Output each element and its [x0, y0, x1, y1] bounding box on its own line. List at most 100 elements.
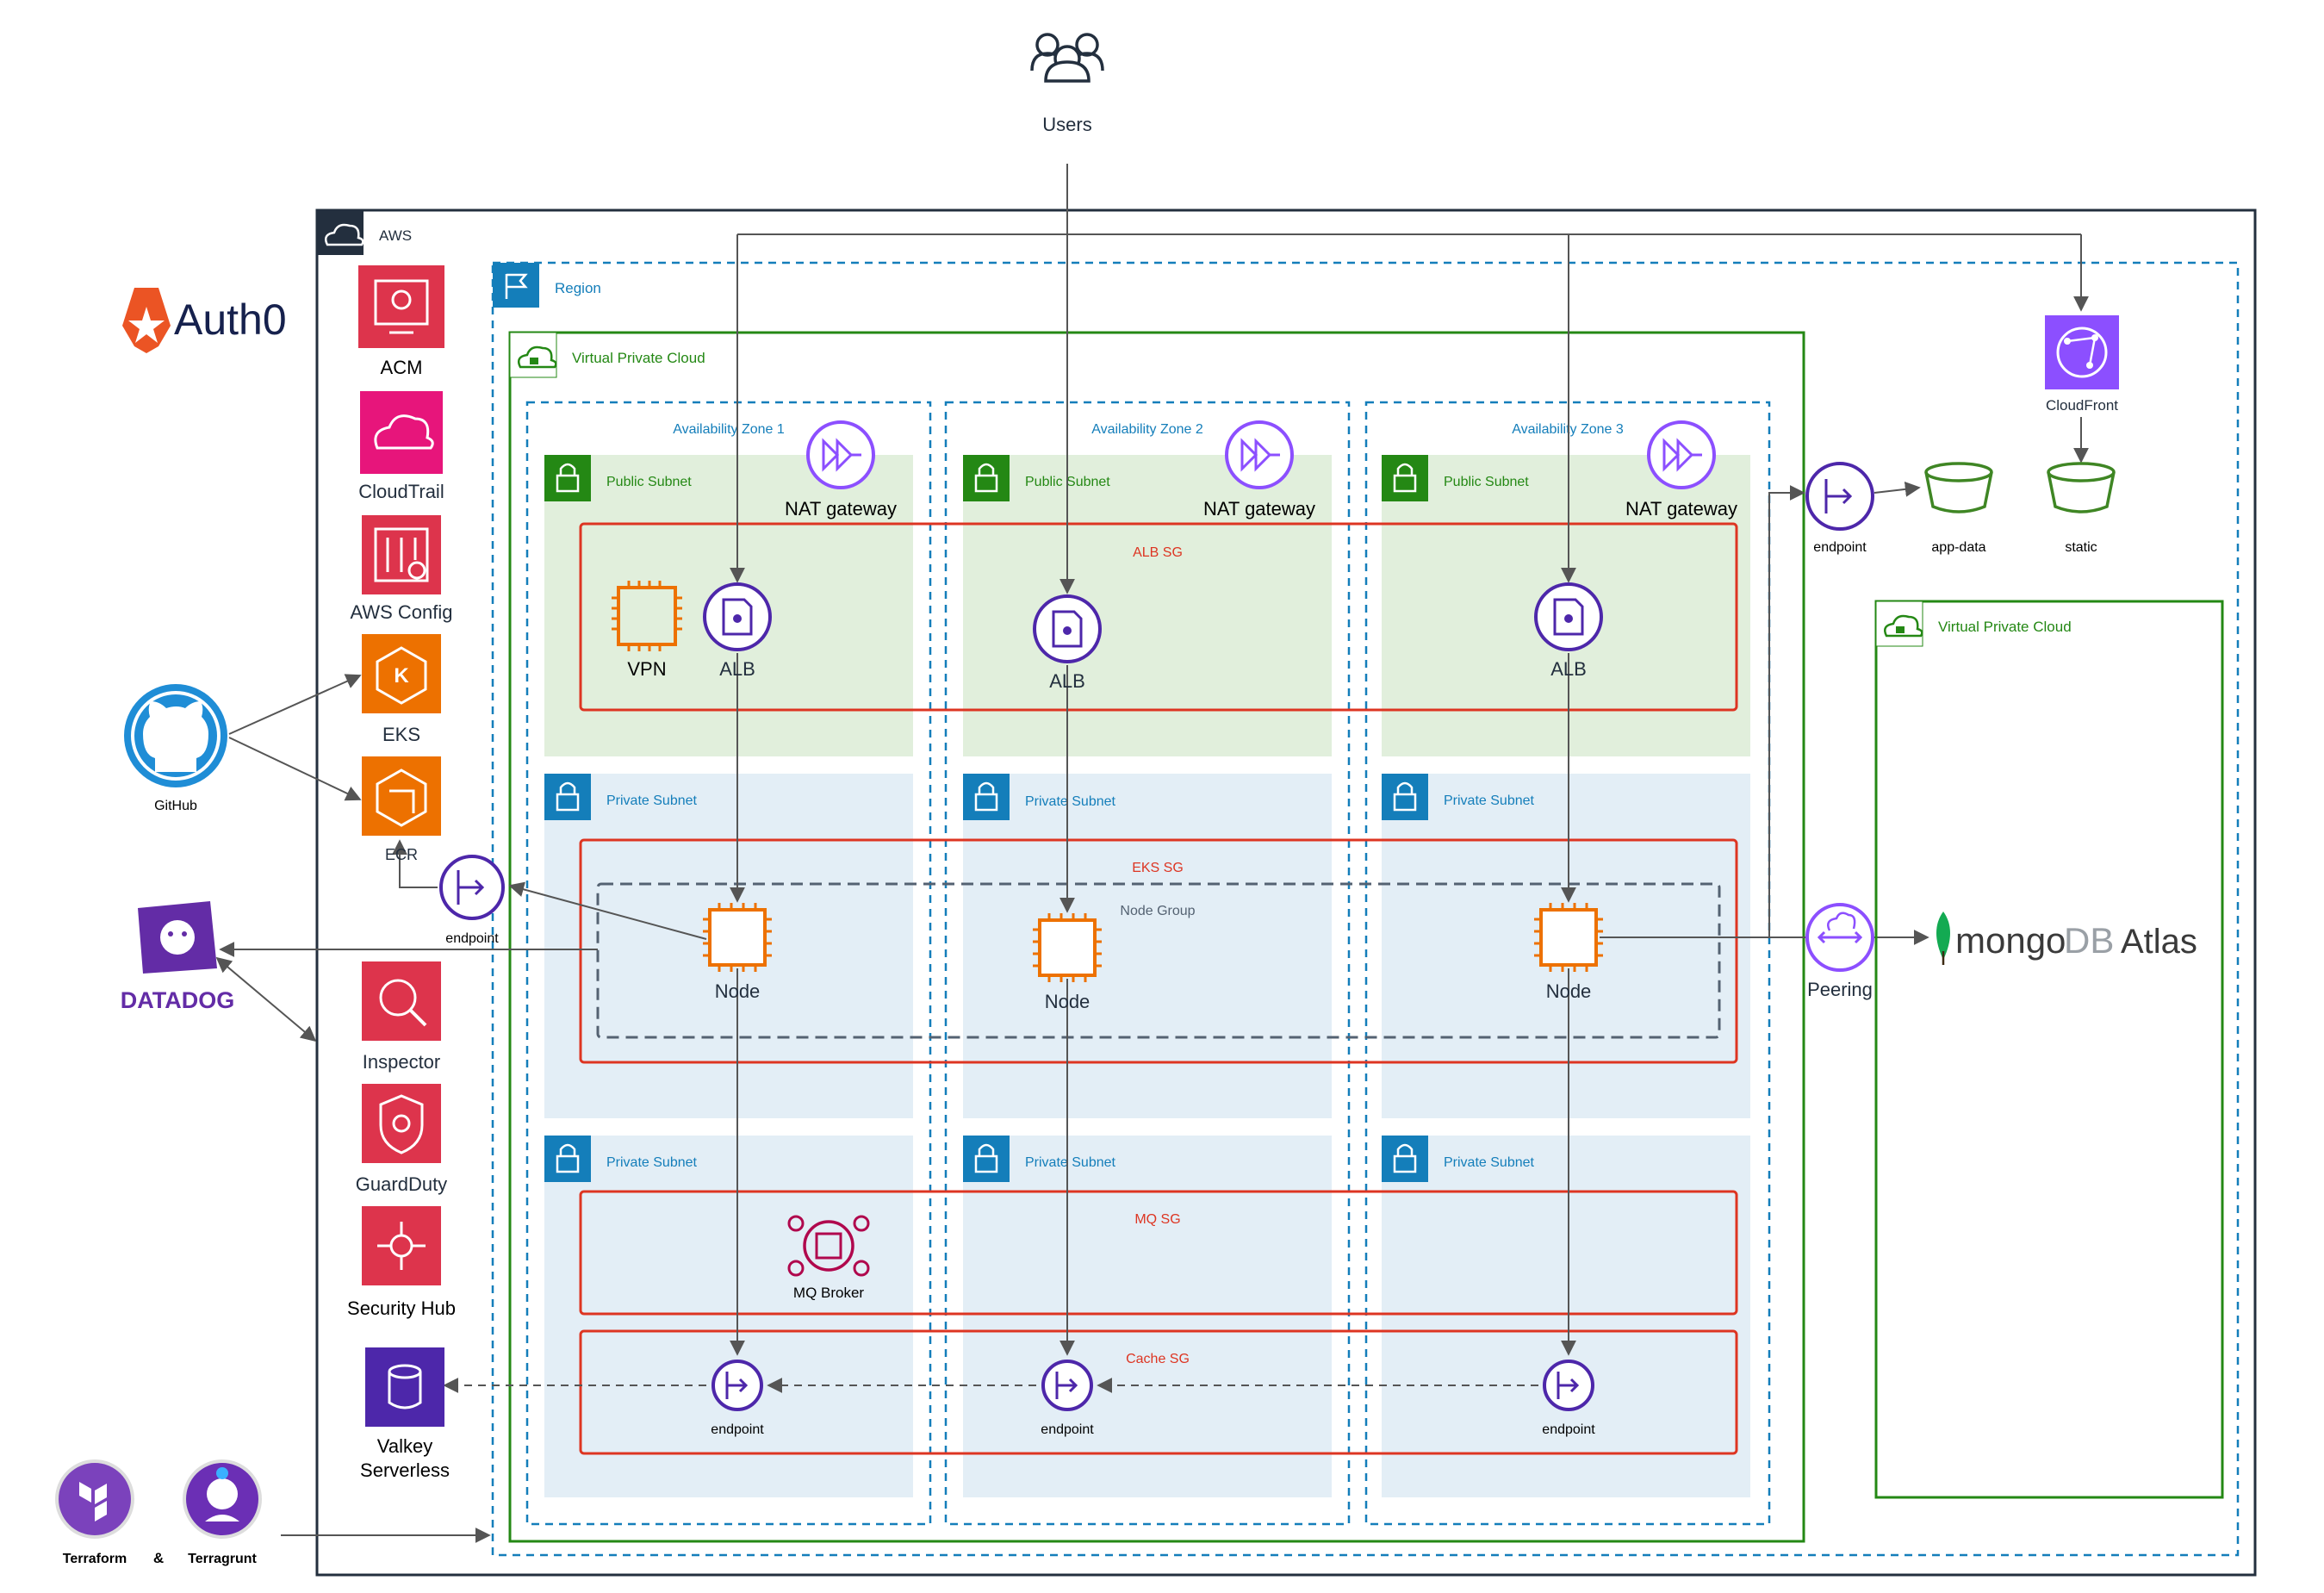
node-label-az2: Node: [1045, 991, 1091, 1012]
node-label-az3: Node: [1546, 980, 1592, 1002]
node-chip-icon: [1033, 913, 1102, 982]
service-valkey: Valkey Serverless: [360, 1347, 450, 1481]
public-subnet-az2: [963, 455, 1332, 756]
nat-gateway-icon: [806, 420, 875, 489]
acm-label: ACM: [381, 357, 423, 378]
cloudtrail-icon: [360, 391, 443, 474]
bucket-static: static: [2047, 462, 2116, 555]
cloudfront-label: CloudFront: [2046, 397, 2118, 414]
conn-endpoint-ecr: [392, 839, 438, 888]
vpc-peering: Peering: [1805, 903, 1874, 1000]
terragrunt-logo: Terragrunt: [183, 1459, 262, 1566]
region-label: Region: [555, 280, 601, 296]
lock-icon: [1382, 1136, 1428, 1182]
cloudtrail-label: CloudTrail: [358, 481, 444, 502]
vpc-main-badge: [509, 332, 557, 378]
vpc-mongo-label: Virtual Private Cloud: [1938, 619, 2072, 635]
az-1: Availability Zone 1: [525, 401, 932, 1526]
region-badge: [493, 263, 539, 308]
nat-gateway-icon: [1225, 420, 1294, 489]
eks-sg-border: [579, 838, 1738, 1064]
service-eks: K EKS: [362, 634, 441, 745]
vpn-chip-icon: [617, 586, 677, 646]
private-subnet-az3-b: [1382, 1136, 1750, 1497]
cloud-icon: [325, 223, 364, 246]
aws-label: AWS: [379, 227, 412, 244]
conn-endpoint-appdata: [1873, 481, 1921, 497]
private-subnets-row1: [544, 774, 1750, 1118]
service-aws-config: AWS Config: [350, 515, 453, 623]
valkey-label-line1: Valkey: [377, 1435, 432, 1457]
aws-config-label: AWS Config: [350, 601, 452, 623]
subnet-labels: Public Subnet Public Subnet Public Subne…: [606, 475, 1535, 1170]
ecr-label: ECR: [385, 846, 418, 863]
public-subnets: [544, 455, 1750, 756]
alb-label: ALB: [1550, 658, 1587, 680]
node-group-border: [596, 882, 1721, 1039]
node-label-az1: Node: [715, 980, 761, 1002]
bucket-app-data-label: app-data: [1931, 540, 1985, 555]
nat-gateway-az3: NAT gateway: [1625, 420, 1737, 520]
users-label: Users: [1042, 114, 1091, 135]
nat-gateway-label: NAT gateway: [1625, 498, 1737, 520]
terraform-label: Terraform: [63, 1552, 127, 1566]
private-subnets-row2: [544, 1136, 1750, 1497]
service-acm: ACM: [358, 265, 444, 378]
lock-icon: [544, 1136, 591, 1182]
acm-icon: [358, 265, 444, 348]
subnet-label-public-az3: Public Subnet: [1444, 475, 1529, 489]
alb-label: ALB: [719, 658, 755, 680]
subnet-label-public-az1: Public Subnet: [606, 475, 692, 489]
auth0-logo: Auth0: [122, 288, 287, 353]
eks-k-glyph: K: [394, 664, 409, 688]
endpoint-icon: [1041, 1360, 1093, 1411]
nat-gateway-az2: NAT gateway: [1203, 420, 1315, 520]
mq-broker-label: MQ Broker: [793, 1285, 865, 1301]
mq-broker-icon: [803, 1220, 854, 1272]
node-chip-icon: [1534, 903, 1603, 972]
az-2-border: [944, 401, 1351, 1526]
valkey-icon: [365, 1347, 444, 1427]
region-group: Region: [491, 261, 2240, 1557]
az-2: Availability Zone 2: [944, 401, 1351, 1526]
security-hub-label: Security Hub: [347, 1297, 456, 1319]
mongo-atlas-word: Atlas: [2121, 923, 2197, 961]
lock-icon: [963, 774, 1010, 820]
service-security-hub: Security Hub: [347, 1206, 456, 1319]
service-ecr: ECR: [362, 756, 441, 863]
private-subnet-az1-b: [544, 1136, 913, 1497]
node-chip-icon: [703, 903, 772, 972]
cache-sg-border: [579, 1329, 1738, 1455]
vpc-mongo-badge: [1875, 600, 1923, 647]
cache-sg-label: Cache SG: [1126, 1352, 1190, 1366]
nat-gateway-label: NAT gateway: [1203, 498, 1315, 520]
lock-icon: [963, 455, 1010, 501]
vpn-instance: VPN: [612, 581, 682, 680]
terragrunt-label: Terragrunt: [188, 1552, 257, 1566]
security-hub-icon: [362, 1206, 441, 1285]
private-subnet-az2-a: [963, 774, 1332, 1118]
alb-az1: ALB: [703, 582, 772, 680]
connectors: [215, 164, 2089, 1543]
service-inspector: Inspector: [362, 961, 441, 1073]
aws-cloud-group: AWS: [315, 208, 2257, 1577]
mongo-db-word: DB: [2064, 920, 2114, 961]
s3-endpoint-label: endpoint: [1813, 540, 1867, 555]
vpc-mongo-border: [1874, 600, 2224, 1499]
endpoint-icon: [1543, 1360, 1594, 1411]
node-group: Node Group: [596, 882, 1721, 1039]
az-3-border: [1364, 401, 1771, 1526]
region-border: [491, 261, 2240, 1557]
vpc-mongo-group: Virtual Private Cloud: [1874, 600, 2224, 1499]
mq-sg-label: MQ SG: [1134, 1212, 1180, 1227]
az-1-label: Availability Zone 1: [673, 422, 785, 437]
s3-endpoint: endpoint: [1805, 462, 1874, 555]
cache-endpoints: endpoint endpoint endpoint: [711, 1360, 1595, 1437]
terraform-logo: Terraform: [55, 1459, 134, 1566]
mongodb-atlas-logo: mongo DB Atlas: [1936, 912, 2197, 965]
subnet-label-private-az3-a: Private Subnet: [1444, 793, 1535, 808]
nat-gateways: NAT gateway NAT gateway NAT gateway: [785, 420, 1737, 520]
az-1-border: [525, 401, 932, 1526]
subnet-label-private-az1-a: Private Subnet: [606, 793, 698, 808]
